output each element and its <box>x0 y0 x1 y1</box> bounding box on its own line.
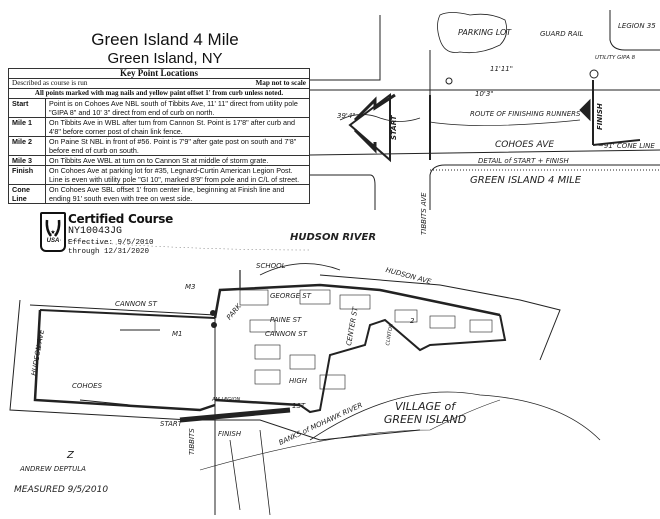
key-point-table: Key Point Locations Described as course … <box>8 68 310 204</box>
finish-label: FINISH <box>596 103 604 130</box>
scale-note: Map not to scale <box>255 79 306 87</box>
m3-label: M3 <box>185 283 196 291</box>
cohoes-ave-label: COHOES AVE <box>495 140 555 150</box>
start-label: START <box>390 115 398 140</box>
village-label: VILLAGE of GREEN ISLAND <box>383 400 467 426</box>
course-id: NY10043JG <box>68 226 123 237</box>
detail-title: GREEN ISLAND 4 MILE <box>470 175 582 186</box>
dist-39-4-label: 39'4" <box>337 112 356 120</box>
paine-st-label: PAINE ST <box>270 316 302 324</box>
course-finish-label: FINISH <box>218 430 242 438</box>
page-title: Green Island 4 Mile <box>91 30 239 49</box>
measurer-label: ANDREW DEPTULA <box>20 465 86 473</box>
page-subtitle: Green Island, NY <box>107 50 223 67</box>
hudson-river-label: HUDSON RIVER <box>290 232 377 243</box>
guard-rail-label: GUARD RAIL <box>540 30 584 38</box>
first-st-label: 1ST <box>292 402 306 410</box>
dist-10-3-label: 10'3" <box>475 90 494 98</box>
tibbits-label: TIBBITS AVE <box>420 192 428 235</box>
detail-caption: DETAIL of START + FINISH <box>478 157 569 165</box>
expiry-date: through 12/31/2020 <box>68 248 150 256</box>
cohoes-label: COHOES <box>72 382 103 390</box>
m2-label: 2 <box>410 317 415 325</box>
m1-label: M1 <box>172 330 183 338</box>
tibbits-2-label: TIBBITS <box>188 428 196 455</box>
usatf-logo-icon: ★ USA <box>40 212 66 252</box>
described-note: Described as course is run <box>12 79 88 87</box>
george-st-label: GEORGE ST <box>270 292 312 300</box>
certified-course-title: Certified Course <box>68 212 173 226</box>
parking-lot-label: PARKING LOT <box>458 28 512 37</box>
svg-text:★: ★ <box>50 229 55 236</box>
school-label: SCHOOL <box>256 262 286 270</box>
cone-line-label: ~91' CONE LINE <box>598 142 655 150</box>
course-start-label: START <box>160 420 183 428</box>
row-text: On Cohoes Ave SBL offset 1' from center … <box>45 184 310 204</box>
measured-date-label: MEASURED 9/5/2010 <box>14 485 109 495</box>
utility-pole-label: UTILITY GIPA 8 <box>595 55 636 61</box>
north-arrow-icon: Z <box>67 450 74 461</box>
am-legion-label: AM LEGION <box>212 397 241 403</box>
dist-11-11-label: 11'11" <box>490 65 513 73</box>
cannon-st-2-label: CANNON ST <box>265 330 307 338</box>
legion-label: LEGION 35 <box>618 22 656 30</box>
effective-date: Effective: 9/5/2010 <box>68 239 154 247</box>
route-label: ROUTE OF FINISHING RUNNERS <box>470 110 581 118</box>
cannon-st-label: CANNON ST <box>115 300 157 308</box>
high-st-label: HIGH <box>289 377 308 385</box>
